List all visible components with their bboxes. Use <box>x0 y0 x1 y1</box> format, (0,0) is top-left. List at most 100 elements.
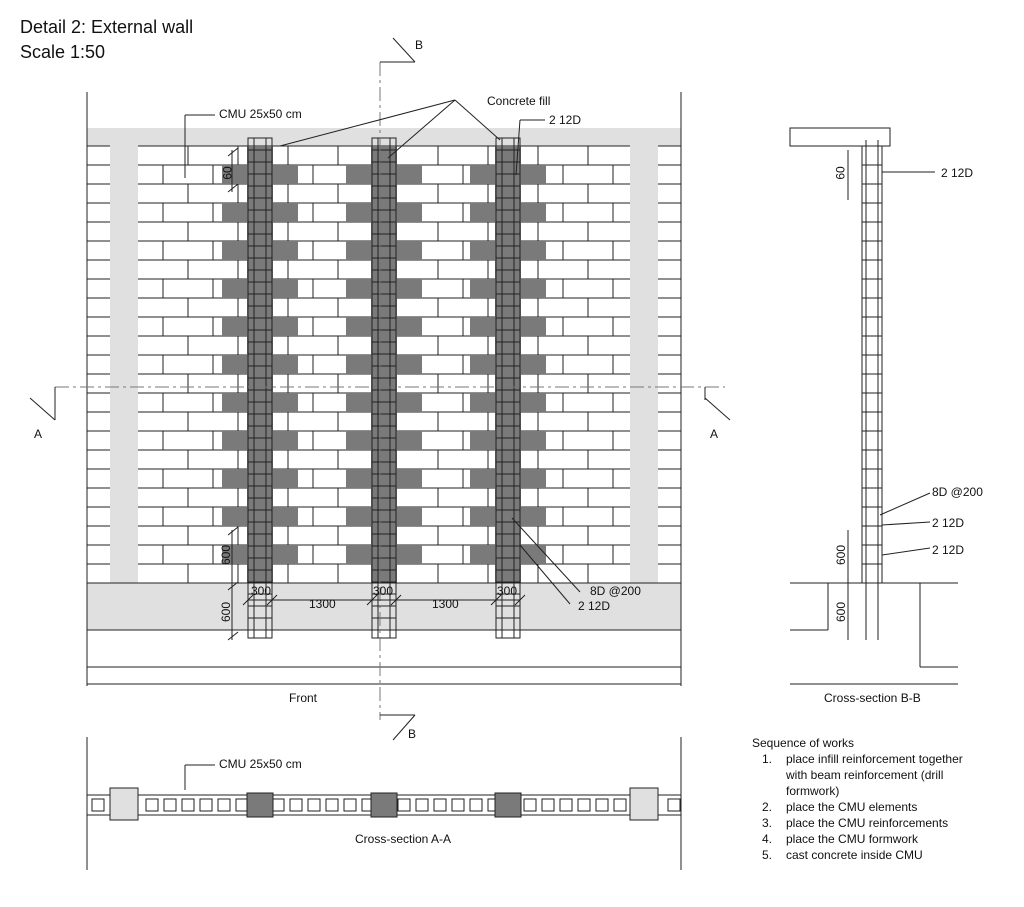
grouted-cmu-block <box>495 412 521 431</box>
sequence-step: 3.place the CMU reinforcements <box>762 815 963 831</box>
dim-600-front-upper: 600 <box>219 544 234 566</box>
section-b-arrow-bottom <box>392 714 416 741</box>
leader-rebar <box>515 119 521 176</box>
sequence-heading: Sequence of works <box>752 736 855 750</box>
dim-tick <box>366 594 378 606</box>
aa-grouted-cell <box>494 792 522 818</box>
grouted-cmu-block <box>371 412 397 431</box>
rebar-label-bb-low: 2 12D <box>932 543 965 557</box>
grouted-cmu-block <box>222 355 298 374</box>
aa-cmu-cell <box>469 798 483 812</box>
grouted-cmu-block <box>222 431 298 450</box>
grouted-cmu-block <box>222 241 298 260</box>
grouted-cmu-block <box>346 545 422 564</box>
sequence-step: 4.place the CMU formwork <box>762 831 963 847</box>
aa-cmu-cell <box>397 798 411 812</box>
stirrups-label-bb: 8D @200 <box>932 485 983 499</box>
dim-tick <box>242 594 254 606</box>
drawing-title: Detail 2: External wall <box>20 17 194 37</box>
section-b-arrow-top <box>392 37 416 63</box>
grouted-cmu-block <box>222 317 298 336</box>
cross-section-bb-caption: Cross-section B-B <box>824 691 921 705</box>
dim-300-2: 300 <box>373 584 394 598</box>
grouted-cmu-block <box>495 564 521 583</box>
aa-cmu-cell <box>451 798 465 812</box>
step-number: 1. <box>762 752 773 766</box>
grouted-cmu-block <box>470 431 546 450</box>
dim-tick <box>390 594 402 606</box>
sequence-of-works: Sequence of works 1.place infill reinfor… <box>752 735 963 863</box>
leader-concrete-fill <box>454 99 501 141</box>
section-a-left-label: A <box>34 427 43 441</box>
top-beam <box>87 128 681 146</box>
grouted-cmu-block <box>495 184 521 203</box>
section-a-arrow-right <box>704 397 731 421</box>
grouted-cmu-block <box>495 298 521 317</box>
leader-stirrups <box>511 517 581 593</box>
grouted-cmu-block <box>371 450 397 469</box>
rebar-cage <box>371 137 397 639</box>
dim-tick <box>227 581 239 591</box>
grouted-cmu-block <box>247 564 273 583</box>
sequence-step: 5.cast concrete inside CMU <box>762 847 963 863</box>
dim-60-front: 60 <box>220 166 235 180</box>
rebar-label-front-bottom: 2 12D <box>578 599 611 613</box>
stirrups-label-front: 8D @200 <box>590 584 641 598</box>
grouted-cmu-block <box>222 279 298 298</box>
section-b-bottom-label: B <box>408 727 417 741</box>
cross-section-aa-caption: Cross-section A-A <box>355 832 452 846</box>
cmu-label-aa: CMU 25x50 cm <box>219 757 302 771</box>
dim-tick <box>514 594 526 606</box>
aa-cmu-cell <box>541 798 555 812</box>
rebar-cage <box>247 137 273 639</box>
grouted-cmu-block <box>470 545 546 564</box>
column-left <box>110 146 138 583</box>
rebar-label-front-top: 2 12D <box>549 113 582 127</box>
grouted-cmu-block <box>346 355 422 374</box>
grouted-cmu-block <box>222 469 298 488</box>
grouted-cmu-block <box>247 336 273 355</box>
step-number: 5. <box>762 848 773 862</box>
aa-cmu-cell <box>289 798 303 812</box>
grouted-cmu-block <box>222 203 298 222</box>
step-text: with beam reinforcement (drill <box>786 768 944 782</box>
grouted-cmu-block <box>470 507 546 526</box>
aa-cmu-cell <box>307 798 321 812</box>
rebar-label-bb-mid: 2 12D <box>932 516 965 530</box>
grouted-cmu-block <box>371 336 397 355</box>
dim-tick <box>490 594 502 606</box>
step-number: 2. <box>762 800 773 814</box>
grouted-cmu-block <box>222 507 298 526</box>
dim-tick <box>266 594 278 606</box>
section-a-right-label: A <box>710 427 719 441</box>
bb-beam <box>789 127 891 147</box>
grouted-cmu-block <box>346 431 422 450</box>
column-right <box>630 146 658 583</box>
grouted-cmu-block <box>247 412 273 431</box>
grouted-cmu-block <box>346 279 422 298</box>
dim-tick <box>227 526 239 536</box>
aa-cmu-cell <box>181 798 195 812</box>
grouted-cmu-block <box>470 279 546 298</box>
dim-tick <box>227 631 239 641</box>
dim-600-bb-lower: 600 <box>834 601 849 623</box>
grouted-cmu-block <box>346 203 422 222</box>
grouted-cmu-block <box>371 526 397 545</box>
dim-1300-1: 1300 <box>309 597 336 611</box>
cmu-label-front: CMU 25x50 cm <box>219 107 302 121</box>
grouted-cmu-block <box>495 526 521 545</box>
aa-cmu-cell <box>523 798 537 812</box>
step-number: 3. <box>762 816 773 830</box>
section-a-arrow-left <box>29 397 56 421</box>
aa-cmu-cell <box>235 798 249 812</box>
leader-concrete-fill <box>279 99 456 147</box>
aa-column-right <box>629 787 659 821</box>
aa-cmu-cell <box>199 798 213 812</box>
grouted-cmu-block <box>470 241 546 260</box>
grouted-cmu-block <box>495 336 521 355</box>
dim-tick <box>227 183 239 193</box>
grouted-cmu-block <box>371 564 397 583</box>
aa-grouted-cell <box>370 792 398 818</box>
